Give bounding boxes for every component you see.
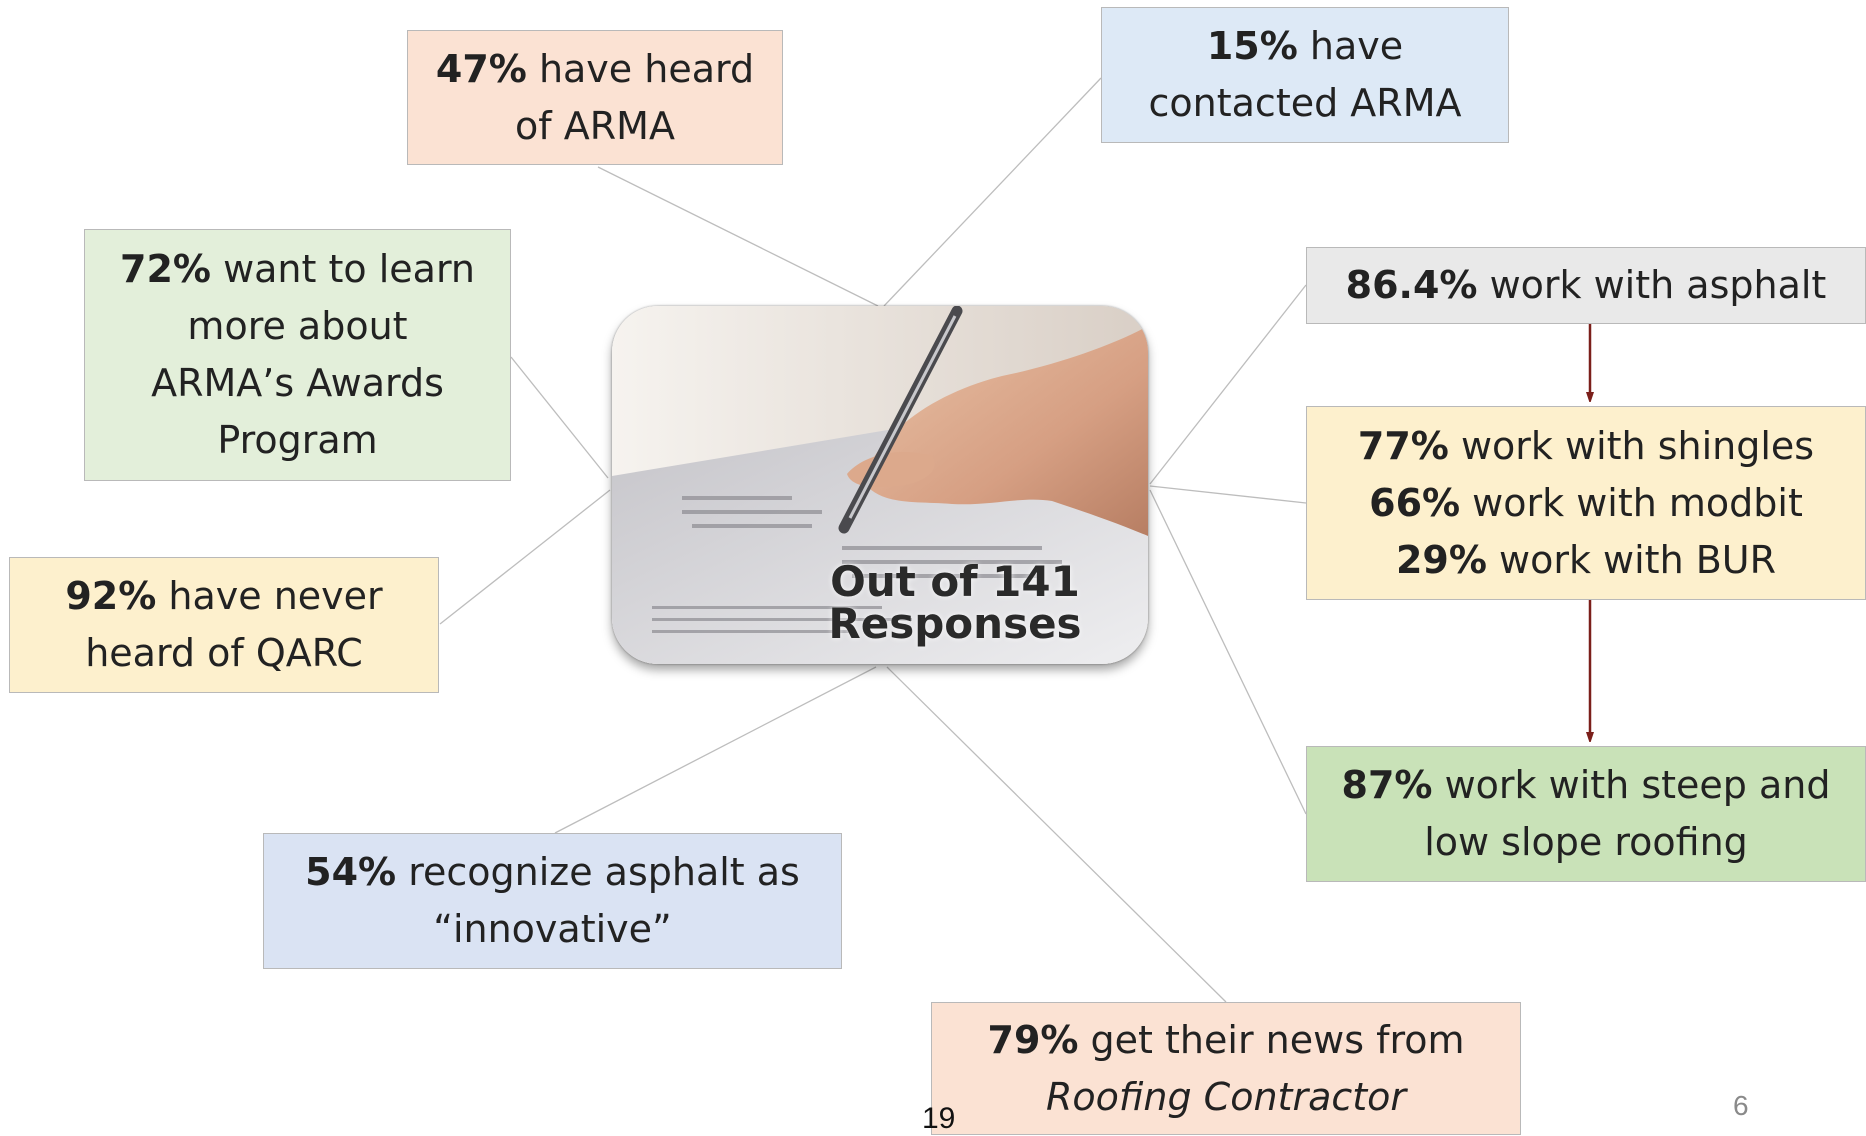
stat-text: work with steep and	[1432, 763, 1831, 807]
stat-text: ARMA’s Awards	[151, 361, 444, 405]
stat-line: ARMA’s Awards	[151, 355, 444, 412]
stat-line: 92% have never	[65, 568, 382, 625]
stat-percent: 29%	[1395, 537, 1487, 582]
stat-line: 15% have	[1207, 18, 1403, 75]
stat-line: 79% get their news from	[988, 1012, 1465, 1069]
stat-line: Roofing Contractor	[1046, 1069, 1406, 1126]
stat-text: Program	[217, 418, 378, 462]
stat-text: work with asphalt	[1477, 263, 1827, 307]
stat-text: of ARMA	[515, 103, 675, 148]
connector-heard-arma	[597, 166, 879, 307]
stat-text: Roofing Contractor	[1045, 1074, 1407, 1119]
stat-text: heard of QARC	[85, 631, 363, 675]
stat-box-steep-low-slope: 87% work with steep and low slope roofing	[1306, 746, 1866, 882]
stat-text: “innovative”	[433, 907, 672, 951]
stat-box-contacted-arma: 15% have contacted ARMA	[1101, 7, 1509, 143]
stat-box-asphalt-innovative: 54% recognize asphalt as “innovative”	[263, 833, 842, 969]
stat-line: 72% want to learn	[120, 241, 475, 298]
stat-line: “innovative”	[433, 901, 671, 958]
connector-never-heard-qarc	[439, 489, 611, 625]
stat-percent: 87%	[1341, 763, 1433, 807]
stat-text: low slope roofing	[1424, 820, 1748, 864]
stat-percent: 72%	[120, 247, 211, 291]
stat-line: 87% work with steep and	[1342, 757, 1831, 814]
stat-line: 86.4% work with asphalt	[1346, 257, 1827, 314]
connector-awards-program	[510, 356, 609, 479]
stat-text: more about	[187, 304, 408, 348]
stat-line: contacted ARMA	[1149, 75, 1462, 132]
connector-news-source	[886, 666, 1227, 1003]
connector-contacted-arma	[883, 77, 1102, 307]
stat-line: Program	[217, 412, 377, 469]
responses-label-line-1: Out of 141	[830, 557, 1080, 606]
responses-label-line-2: Responses	[828, 599, 1082, 648]
stat-text: have	[1297, 24, 1404, 68]
survey-checkboxes	[652, 496, 1062, 633]
slide-number: 6	[1733, 1090, 1749, 1121]
pen-highlight	[848, 315, 957, 519]
responses-label: Out of 141 Responses	[612, 561, 1148, 645]
stat-percent: 92%	[65, 574, 157, 618]
stat-line: 47% have heard	[436, 41, 754, 98]
connector-steep-low-slope	[1149, 489, 1307, 815]
connector-materials	[1149, 485, 1307, 504]
stat-percent: 77%	[1357, 423, 1449, 468]
stat-line: more about	[187, 298, 407, 355]
stat-percent: 47%	[435, 46, 527, 91]
stat-line: heard of QARC	[85, 625, 363, 682]
stat-text: recognize asphalt as	[396, 850, 800, 894]
stat-text: want to learn	[210, 247, 475, 291]
stat-line: low slope roofing	[1424, 814, 1748, 871]
stat-text: have never	[156, 574, 383, 618]
stat-text: work with modbit	[1460, 480, 1803, 525]
stat-percent: 54%	[305, 850, 397, 894]
stat-percent: 66%	[1369, 480, 1461, 525]
stat-percent: 15%	[1206, 24, 1298, 68]
stat-percent: 86.4%	[1345, 263, 1478, 307]
stat-percent: 79%	[987, 1017, 1079, 1062]
hand-shape	[862, 326, 1148, 536]
stat-line: of ARMA	[515, 98, 675, 155]
stat-text: get their news from	[1078, 1017, 1465, 1062]
connector-work-asphalt	[1149, 284, 1307, 485]
stat-box-heard-arma: 47% have heard of ARMA	[407, 30, 783, 165]
stat-line: 66% work with modbit	[1369, 475, 1803, 532]
stat-box-work-asphalt: 86.4% work with asphalt	[1306, 247, 1866, 324]
stat-text: work with shingles	[1448, 423, 1815, 468]
page-number: 19	[922, 1102, 956, 1135]
survey-photo-illustration	[612, 306, 1148, 664]
survey-photo-card: Out of 141 Responses	[612, 306, 1148, 664]
connector-asphalt-innovative	[554, 666, 877, 834]
stat-line: 29% work with BUR	[1396, 532, 1776, 589]
stat-box-never-heard-qarc: 92% have never heard of QARC	[9, 557, 439, 693]
stat-text: have heard	[526, 46, 755, 91]
stat-text: work with BUR	[1486, 537, 1777, 582]
stat-line: 77% work with shingles	[1358, 418, 1814, 475]
stat-line: 54% recognize asphalt as	[305, 844, 800, 901]
stat-text: contacted ARMA	[1148, 81, 1462, 125]
connector-lines	[439, 77, 1307, 1003]
